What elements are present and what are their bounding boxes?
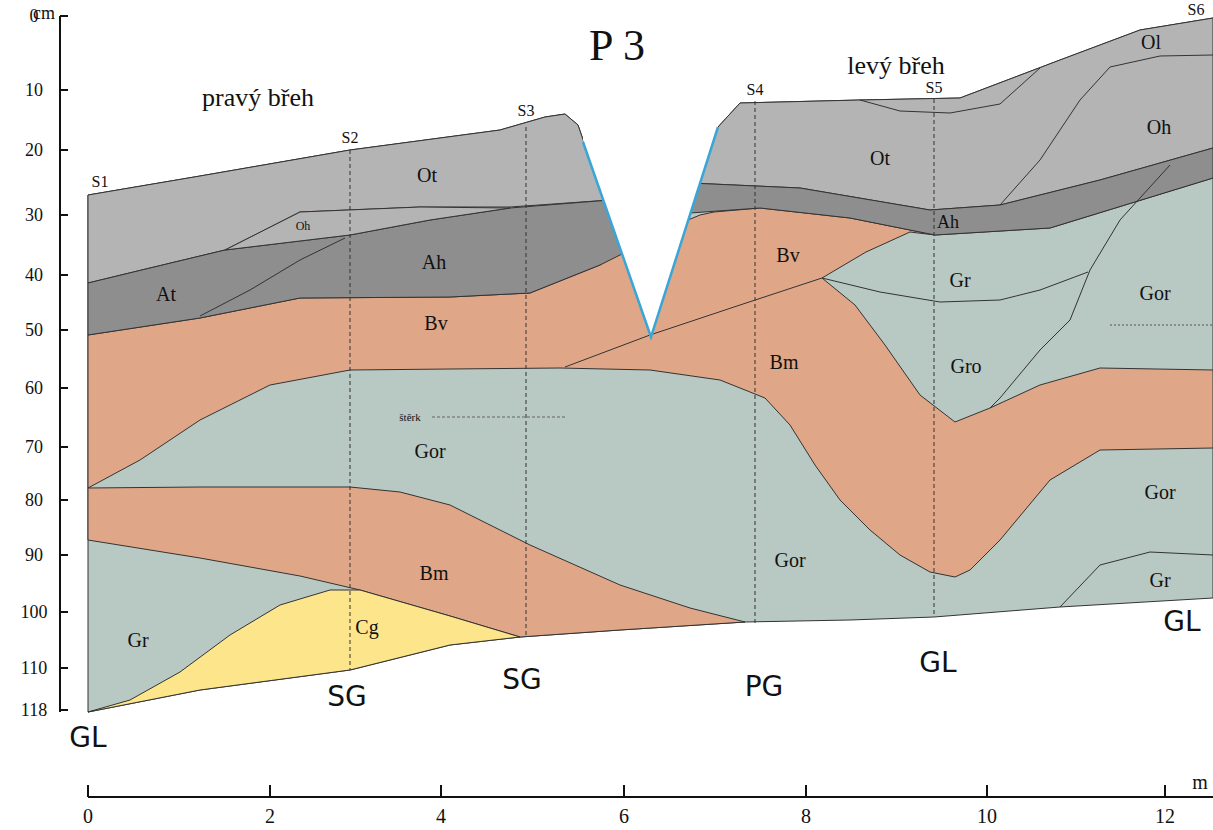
horizon-label: Gr — [127, 630, 148, 650]
axis-label: 40 — [25, 266, 43, 284]
soil-code: PG — [745, 673, 784, 701]
site-label: levý břeh — [847, 53, 944, 79]
stream-bank — [583, 127, 718, 337]
axis-label: 2 — [265, 806, 275, 826]
site-label: pravý břeh — [202, 85, 314, 111]
axis-tick — [269, 785, 271, 797]
horizon-label: Gro — [950, 356, 981, 376]
humus-band — [690, 148, 1213, 235]
horizon-label: Ol — [1141, 32, 1161, 52]
horizon-label: Gr — [949, 270, 970, 290]
axis-tick — [60, 387, 68, 389]
axis-tick — [1164, 785, 1166, 797]
profile-title: P 3 — [589, 24, 645, 68]
axis-label: 118 — [21, 701, 47, 719]
horizon-label: Gor — [1144, 482, 1175, 502]
axis-label: 90 — [25, 546, 43, 564]
site-label: S5 — [926, 80, 943, 96]
axis-label: 100 — [21, 603, 48, 621]
horizon-boundary — [990, 165, 1170, 408]
horizon-label: Gor — [1139, 283, 1170, 303]
axis-label: 8 — [801, 806, 811, 826]
axis-tick — [60, 499, 68, 501]
site-label: S6 — [1188, 2, 1205, 18]
axis-label: 4 — [436, 806, 446, 826]
probe-line — [755, 101, 756, 623]
probe-line — [526, 127, 527, 637]
axis-tick — [440, 785, 442, 797]
axis-tick — [60, 446, 68, 448]
horizon-label: Gr — [1149, 570, 1170, 590]
axis-tick — [60, 709, 68, 711]
horizon-label: Cg — [355, 617, 378, 637]
horizon-label: Ah — [937, 213, 959, 231]
horizon-label: Ot — [870, 148, 890, 168]
horizon-label: Ot — [417, 165, 437, 185]
axis-tick — [60, 554, 68, 556]
axis-tick — [60, 274, 68, 276]
oh-lens — [225, 207, 510, 250]
soil-code: GL — [919, 649, 956, 677]
axis-label: 70 — [25, 438, 43, 456]
axis-label: 0 — [83, 806, 93, 826]
axis-label: 10 — [977, 806, 997, 826]
axis-tick — [60, 329, 68, 331]
horizon-label: At — [156, 284, 176, 304]
horizon-label: Bv — [776, 245, 799, 265]
axis-label: 6 — [619, 806, 629, 826]
dotted-line — [1110, 325, 1213, 326]
horizon-boundary — [200, 238, 345, 316]
axis-label: m — [1192, 772, 1208, 792]
axis-label: 0 — [30, 7, 39, 25]
horizon-label: Gor — [774, 550, 805, 570]
distance-axis — [88, 796, 1213, 798]
site-label: S2 — [342, 130, 359, 146]
gravel-line — [432, 417, 565, 418]
horizon-label: Bm — [420, 563, 449, 583]
site-label: S1 — [92, 174, 109, 190]
site-label: S4 — [747, 82, 764, 98]
axis-label: 10 — [25, 81, 43, 99]
horizon-boundary — [1060, 552, 1213, 607]
horizon-boundary — [1000, 55, 1213, 205]
horizon-label: Bm — [770, 352, 799, 372]
stream-notch — [583, 95, 718, 337]
probe-line — [350, 150, 351, 670]
gley-ground — [88, 18, 1213, 712]
axis-tick — [60, 149, 68, 151]
axis-tick — [60, 667, 68, 669]
axis-tick — [60, 89, 68, 91]
horizon-label: Gor — [414, 441, 445, 461]
soil-code: SG — [502, 666, 541, 694]
soil-code: GL — [69, 724, 106, 752]
soil-code: SG — [327, 683, 366, 711]
axis-tick — [986, 785, 988, 797]
horizon-label: Bv — [424, 313, 447, 333]
axis-tick — [805, 785, 807, 797]
site-label: S3 — [518, 103, 535, 119]
axis-label: 12 — [1155, 806, 1175, 826]
axis-label: 60 — [25, 379, 43, 397]
horizon-label: Oh — [1147, 117, 1171, 137]
soil-code: GL — [1163, 608, 1200, 636]
axis-tick — [60, 214, 68, 216]
horizon-label: Oh — [296, 220, 311, 232]
axis-tick — [623, 785, 625, 797]
axis-label: 110 — [21, 659, 47, 677]
humus-band — [88, 200, 630, 335]
axis-tick — [87, 785, 89, 797]
axis-label: 30 — [25, 206, 43, 224]
axis-tick — [60, 15, 68, 17]
horizon-label: štěrk — [399, 412, 420, 423]
axis-label: 20 — [25, 141, 43, 159]
axis-tick — [60, 611, 68, 613]
cg-band — [88, 590, 520, 712]
axis-label: 50 — [25, 321, 43, 339]
axis-label: 80 — [25, 491, 43, 509]
horizon-label: Ah — [422, 252, 446, 272]
depth-axis — [59, 16, 61, 712]
probe-line — [934, 99, 935, 617]
